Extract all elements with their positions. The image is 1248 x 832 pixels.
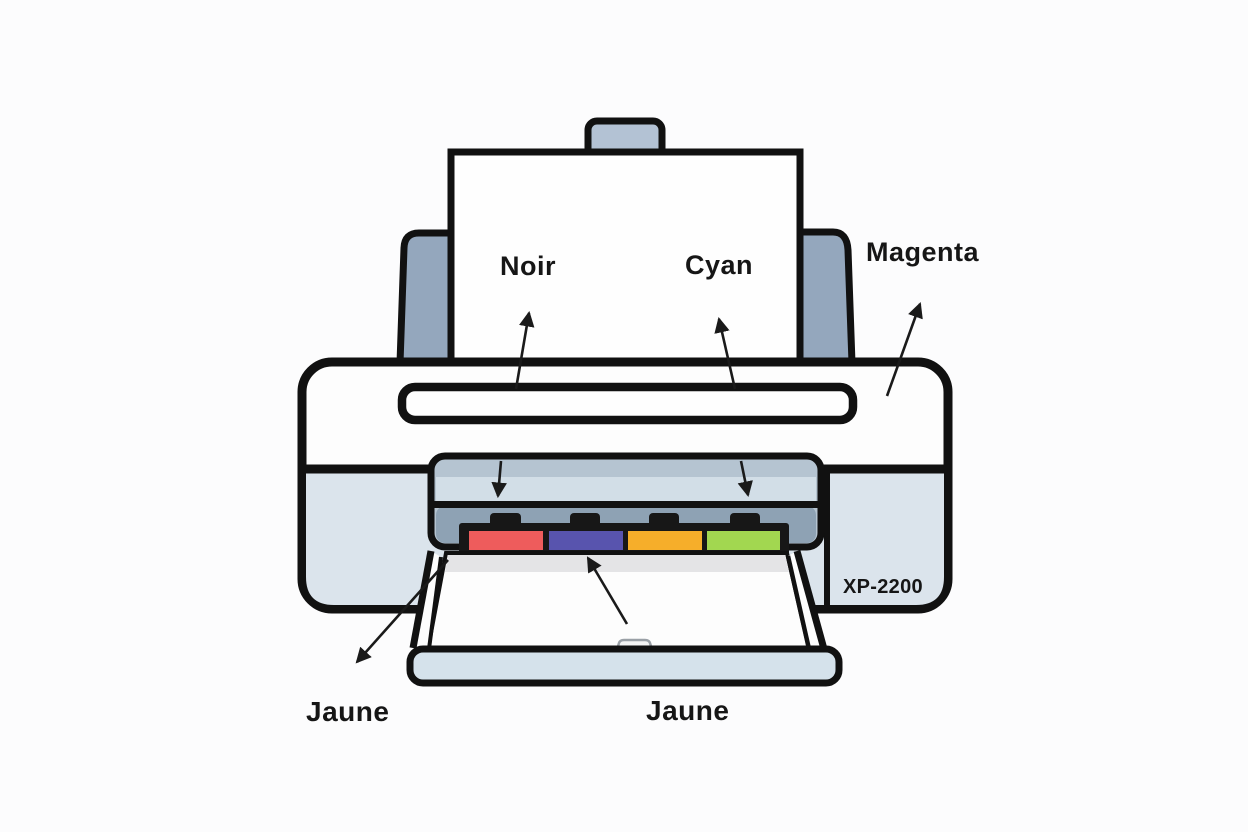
noir-arrow — [514, 310, 535, 390]
paper-sheet — [447, 148, 804, 371]
left-paper-support — [396, 229, 455, 367]
carriage-rail-line — [431, 501, 821, 508]
magenta-arrow — [885, 302, 923, 397]
tray-left-arm-outer-edge — [409, 550, 435, 649]
printer-model-text: XP-2200 — [843, 576, 923, 598]
carriage-light-band — [436, 477, 816, 504]
jaune-center-arrow — [586, 556, 629, 625]
tray-right-arm-inner-edge — [785, 555, 812, 650]
cartridge-violet — [549, 531, 623, 550]
output-tray-shadow — [445, 555, 789, 572]
cartridge-red — [469, 531, 543, 550]
carriage-right-arrow — [737, 460, 753, 498]
cyan-arrow — [714, 316, 737, 390]
top-slot — [397, 382, 858, 425]
label-cyan: Cyan — [685, 250, 754, 280]
label-jaune-left: Jaune — [306, 696, 390, 727]
label-magenta: Magenta — [866, 237, 980, 267]
cartridge-orange — [628, 531, 702, 550]
cartridge-green — [707, 531, 780, 550]
tray-right-arm-outer-edge — [793, 550, 828, 650]
jaune-left-arrow — [355, 559, 449, 664]
right-paper-support — [796, 228, 856, 367]
tray-lip — [406, 645, 843, 687]
label-jaune-center: Jaune — [646, 695, 730, 726]
tray-left-arm-inner-edge — [427, 556, 443, 650]
label-noir: Noir — [500, 251, 556, 281]
carriage-left-arrow — [491, 460, 507, 499]
